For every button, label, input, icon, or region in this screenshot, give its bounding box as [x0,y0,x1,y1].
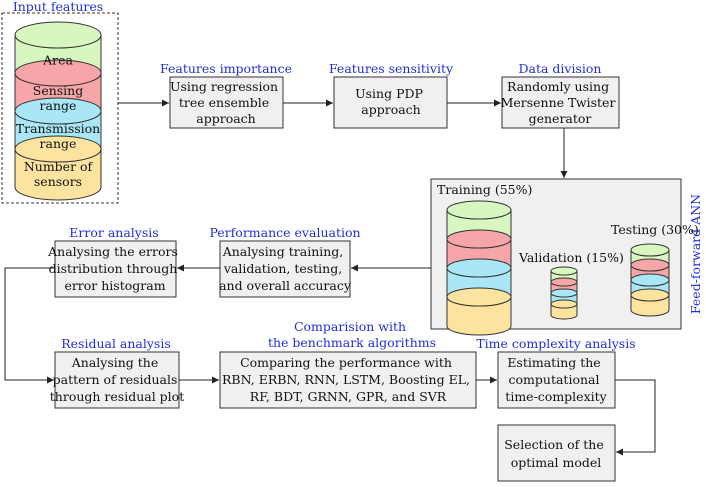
features-sensitivity-text: Using PDP approach [355,86,427,117]
testing-cylinder [630,243,670,317]
selection-text: Selection of the optimal model [504,437,608,470]
error-analysis-title: Error analysis [69,225,158,240]
cylinder-segment-top [446,200,512,220]
validation-cylinder [550,266,578,320]
cylinder-segment-top [446,229,512,249]
input-features-frame [1,12,119,204]
testing-label: Testing (30%) [611,222,699,237]
error-analysis-text: Analysing the errors distribution throug… [47,244,182,293]
cylinder-segment-top [630,258,670,272]
residual-analysis-title: Residual analysis [61,336,171,351]
time-complexity-box [497,351,616,409]
performance-evaluation-title: Performance evaluation [209,225,360,240]
error-analysis-box [54,240,177,298]
comparison-title: Comparision with the benchmark algorithm… [268,319,436,350]
cylinder-segment-top [14,135,102,163]
cylinder-segment-top [630,243,670,257]
features-sensitivity-title: Features sensitivity [329,61,454,76]
selection-box [497,424,616,482]
data-division-title: Data division [519,61,602,76]
arrow-complexity-to-selection [615,379,656,456]
features-sensitivity-box [333,76,448,129]
time-complexity-text: Estimating the computational time-comple… [505,355,607,404]
cylinder-segment-top [446,258,512,278]
input-features-title: Input features [13,0,103,14]
cylinder-layer-label: Area [42,53,73,68]
arrow-error-to-residual [4,267,55,384]
cylinder-segment-top [14,21,102,49]
cylinder-segment-top [14,59,102,87]
training-label: Training (55%) [437,182,532,197]
cylinder-segment-top [550,277,578,287]
time-complexity-title: Time complexity analysis [476,336,635,351]
data-division-text: Randomly using Mersenne Twister generato… [501,79,620,126]
features-importance-text: Using regression tree ensemble approach [170,79,282,126]
comparison-text: Comparing the performance with RBN, ERBN… [222,355,474,404]
residual-analysis-box [54,351,180,409]
ann-label: Feed-forward ANN [688,194,703,314]
validation-label: Validation (15%) [518,250,624,265]
performance-evaluation-text: Analysing training, validation, testing,… [219,244,352,293]
data-division-box [501,76,620,129]
performance-evaluation-box [219,240,351,298]
cylinder-segment-top [550,266,578,276]
residual-analysis-text: Analysing the pattern of residuals throu… [50,355,184,404]
features-importance-box [169,76,284,129]
training-cylinder [446,200,512,336]
comparison-box [219,351,477,409]
features-importance-title: Features importance [160,61,292,76]
cylinder-segment-top [550,288,578,298]
cylinder-segment-top [630,288,670,302]
cylinder-segment-top [630,273,670,287]
cylinder-segment-top [14,97,102,125]
cylinder-segment-top [446,287,512,307]
cylinder-segment-top [550,299,578,309]
